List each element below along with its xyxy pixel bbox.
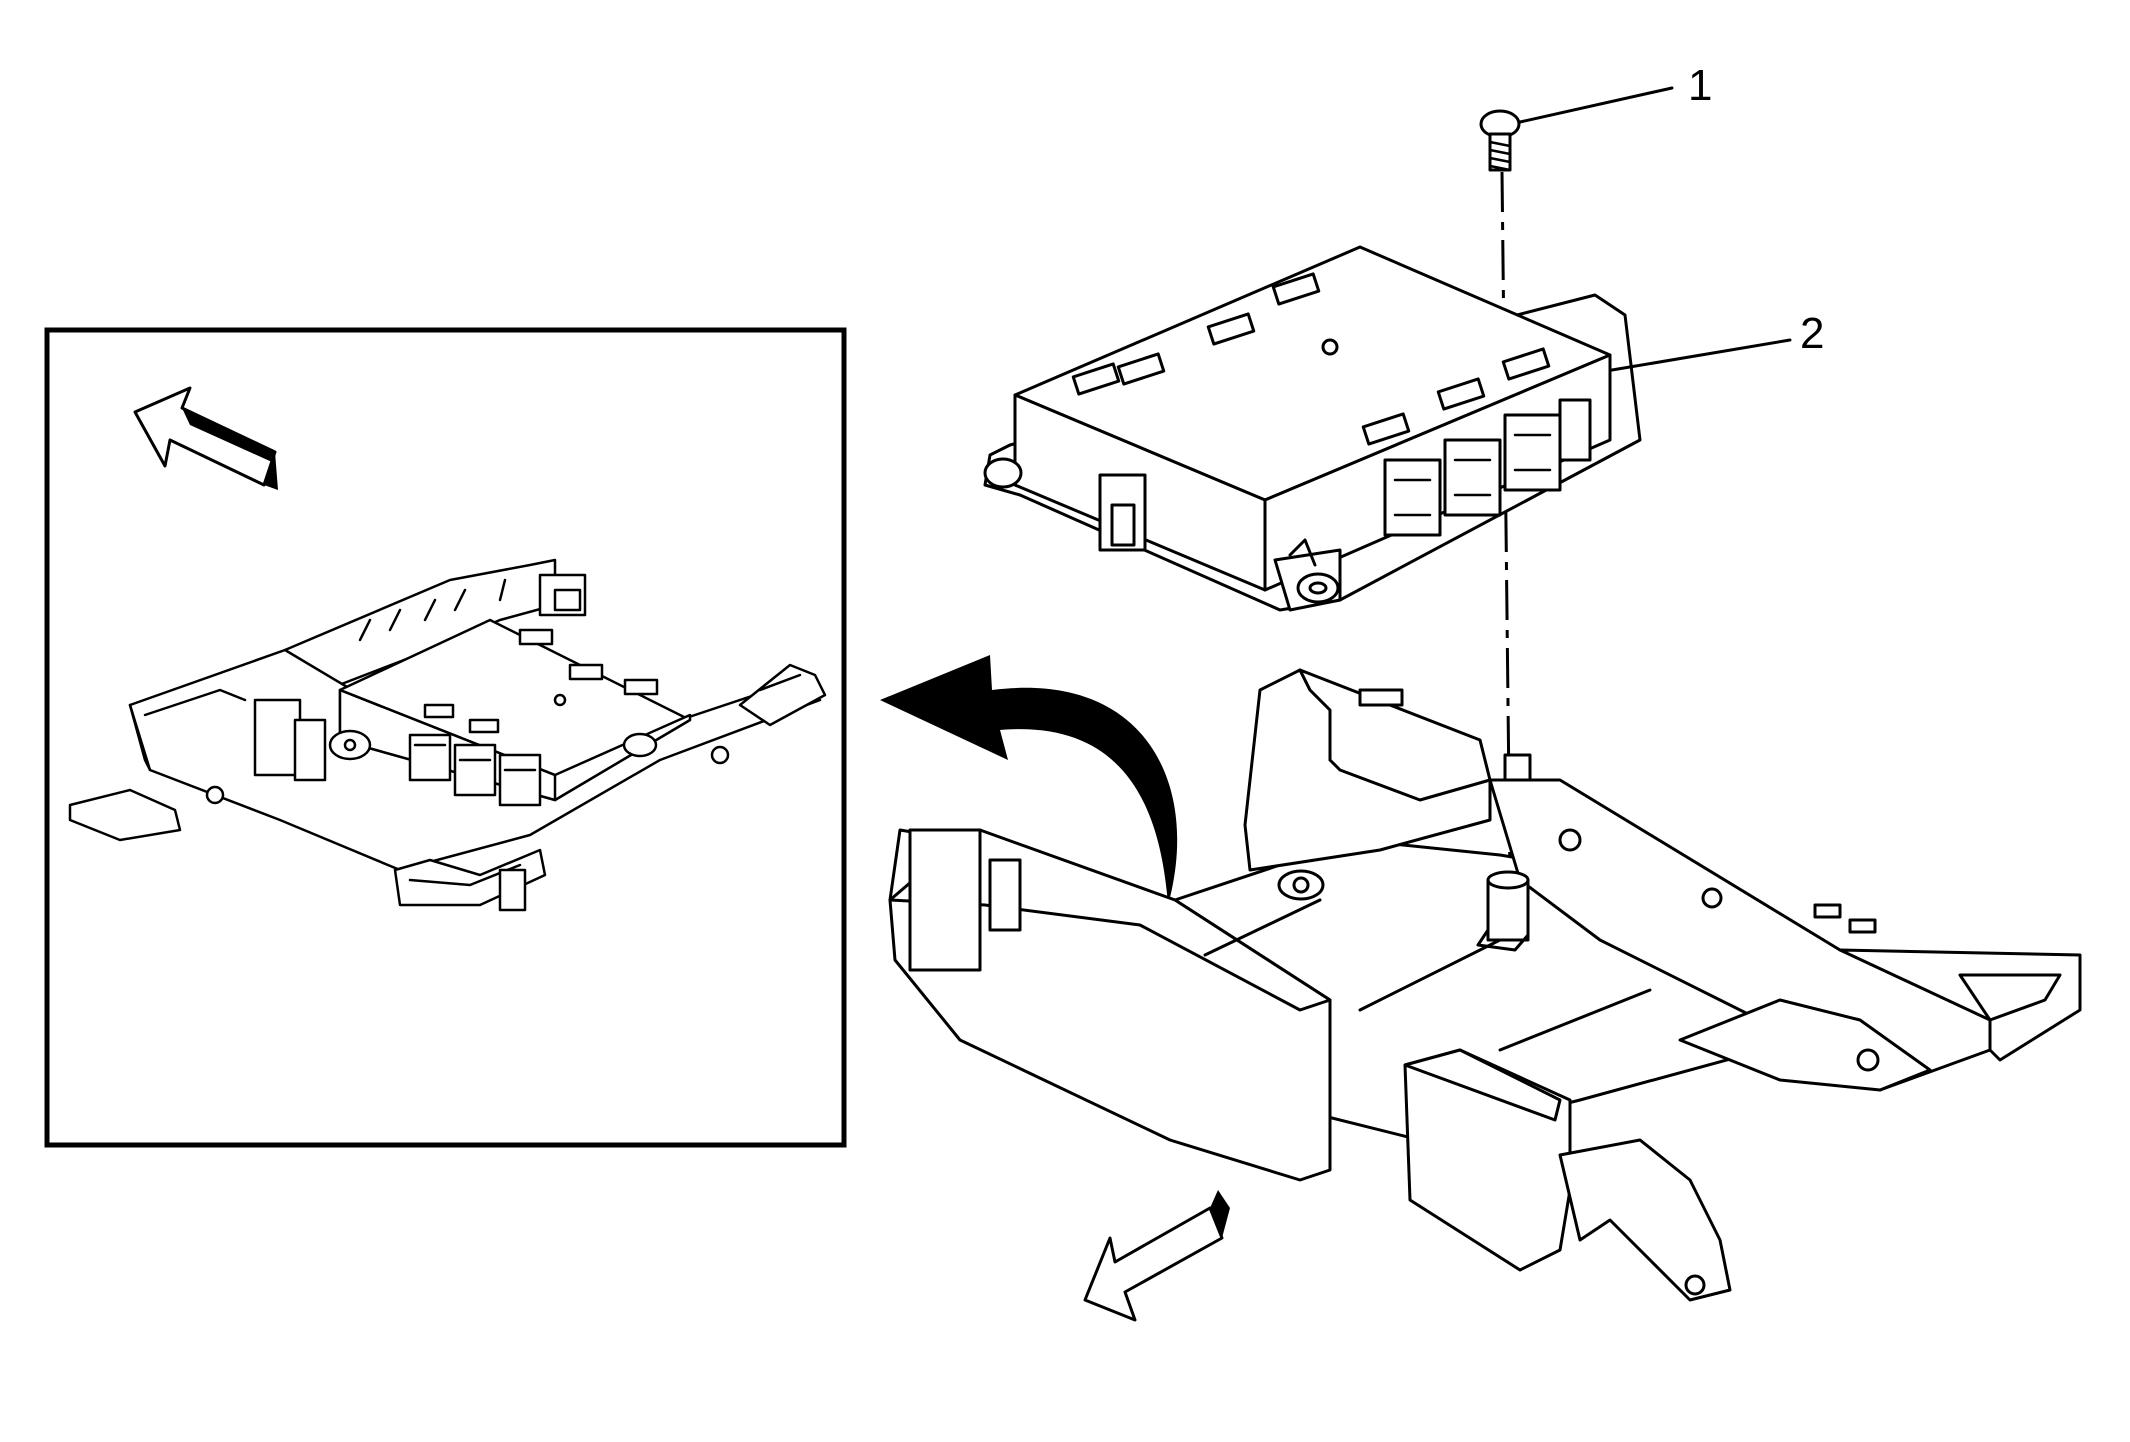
alignment-line [1500,171,1512,881]
callout-2: 2 [1610,309,1824,372]
front-direction-arrow-icon [133,386,278,490]
callout-label-2: 2 [1800,309,1824,358]
inset-module [328,618,692,807]
inset-detail-view [44,327,847,1148]
main-exploded-view [888,109,2082,1322]
curved-view-arrow-icon [880,655,1178,905]
callout-label-1: 1 [1688,61,1712,110]
fastener [1479,109,1521,172]
callout-1: 1 [1518,61,1712,124]
front-direction-arrow-icon [1083,1190,1230,1322]
inset-bracket [68,558,827,912]
module [983,245,1642,612]
bracket [888,668,2082,1302]
